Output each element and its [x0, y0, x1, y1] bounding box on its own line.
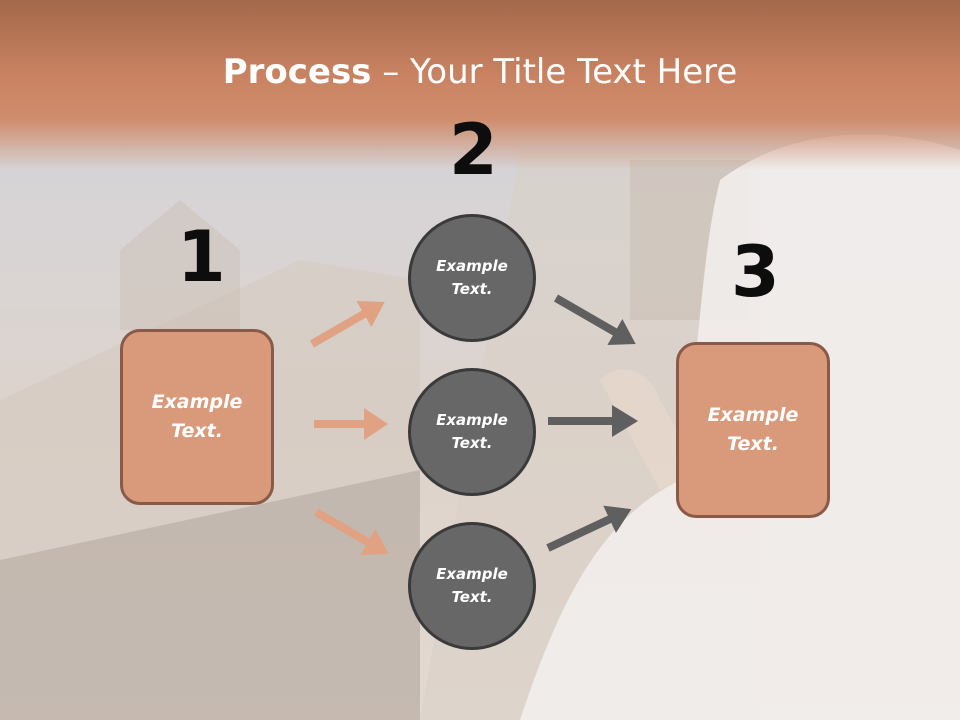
step-3-text-line2: Text. — [727, 433, 779, 455]
step-number-1: 1 — [177, 216, 226, 298]
circle-middle-text-line1: Example — [436, 411, 508, 429]
slide-title: Process – Your Title Text Here — [0, 52, 960, 92]
arrow-right-middle — [548, 405, 638, 437]
step-1-text-line1: Example — [151, 391, 243, 413]
circle-bottom-text-line1: Example — [436, 565, 508, 583]
step-1-text-line2: Text. — [171, 420, 223, 442]
step-number-2: 2 — [449, 109, 498, 191]
arrow-left-upper — [310, 301, 385, 348]
arrow-left-lower — [314, 508, 389, 555]
circle-bottom-text-line2: Text. — [451, 588, 493, 606]
title-banner — [0, 0, 960, 170]
title-bold: Process — [222, 52, 372, 92]
arrow-right-lower — [546, 505, 632, 552]
arrow-right-upper — [554, 294, 636, 345]
circle-top-text-line2: Text. — [451, 280, 493, 298]
step-3-text-line1: Example — [707, 404, 799, 426]
circle-middle-text-line2: Text. — [451, 434, 493, 452]
circle-top-text-line1: Example — [436, 257, 508, 275]
arrow-left-middle — [314, 408, 388, 440]
step-number-3: 3 — [731, 231, 780, 313]
title-rest: – Your Title Text Here — [371, 52, 738, 92]
